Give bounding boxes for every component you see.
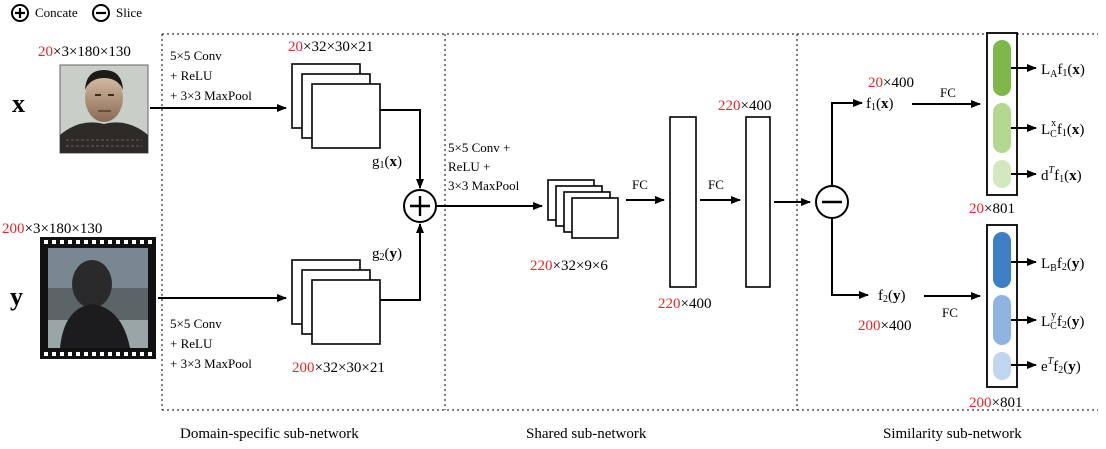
domain-op-top: 5×5 Conv + ReLU + 3×3 MaxPool [170, 48, 252, 103]
similarity-fc-top-label: FC [940, 85, 956, 100]
svg-text:+ 3×3 MaxPool: + 3×3 MaxPool [170, 356, 252, 371]
svg-text:5×5 Conv: 5×5 Conv [170, 48, 222, 63]
output-top-box [986, 32, 1018, 196]
output-top-arrows [1011, 64, 1037, 178]
shared-fc2-label: FC [708, 177, 724, 192]
svg-text:5×5 Conv: 5×5 Conv [170, 316, 222, 331]
output-top-segment-lc [993, 103, 1011, 153]
arrow-slice-to-f1 [831, 99, 863, 186]
f1-shape: 20×400 [868, 75, 914, 91]
feature-map-bottom [291, 259, 381, 345]
f2-shape: 200×400 [858, 318, 911, 334]
film-perforations [44, 240, 152, 356]
g1-label: g1(x) [372, 154, 402, 171]
slice-operator-icon [815, 185, 849, 219]
svg-text:5×5 Conv +: 5×5 Conv + [448, 140, 510, 155]
caption-shared: Shared sub-network [526, 426, 647, 442]
output-bottom-label-2: eTf2(y) [1041, 356, 1081, 376]
shared-fc2-shape: 220×400 [718, 98, 771, 114]
shared-fc1-layer [669, 116, 697, 288]
legend-slice-label: Slice [116, 5, 142, 20]
svg-text:+ ReLU: + ReLU [170, 68, 213, 83]
svg-text:+ ReLU: + ReLU [170, 336, 213, 351]
output-bottom-label-0: LBf2(y) [1041, 256, 1084, 274]
legend: Concate Slice [11, 4, 142, 22]
arrow-g2-to-concat [380, 223, 424, 301]
output-bottom-box [986, 224, 1018, 388]
output-bottom-segment-lc [993, 295, 1011, 345]
output-top-label-2: dTf1(x) [1041, 165, 1082, 185]
feature-map-top [291, 63, 381, 149]
arrow-g1-to-concat [380, 109, 424, 189]
input-x-label: x [12, 89, 25, 118]
output-top-shape: 20×801 [969, 201, 1015, 217]
section-borders [161, 33, 1098, 411]
domain-op-bottom: 5×5 Conv + ReLU + 3×3 MaxPool [170, 316, 252, 371]
output-bottom-segment-e [993, 352, 1011, 380]
g2-label: g2(y) [372, 246, 402, 263]
input-x-photo [59, 64, 149, 154]
output-bottom-shape: 200×801 [969, 395, 1022, 411]
output-bottom-arrows [1011, 258, 1037, 369]
caption-domain-specific: Domain-specific sub-network [180, 426, 359, 442]
input-y-label: y [10, 282, 23, 311]
concat-icon [11, 4, 29, 22]
input-y-shape: 200×3×180×130 [2, 221, 102, 237]
feature-map-shared-shape: 220×32×9×6 [530, 258, 608, 274]
concat-operator-icon [403, 189, 437, 223]
output-top-segment-d [993, 160, 1011, 188]
legend-concat-label: Concate [35, 5, 78, 20]
arrow-slice-to-f2 [831, 218, 869, 299]
svg-text:+ 3×3 MaxPool: + 3×3 MaxPool [170, 88, 252, 103]
slice-icon [92, 4, 110, 22]
svg-text:3×3 MaxPool: 3×3 MaxPool [448, 178, 520, 193]
svg-text:ReLU +: ReLU + [448, 159, 490, 174]
caption-similarity: Similarity sub-network [883, 426, 1022, 442]
input-y-filmstrip [40, 237, 156, 359]
output-bottom-segment-lb [993, 232, 1011, 288]
f2-label: f2(y) [878, 288, 906, 305]
feature-map-shared [547, 179, 619, 239]
f1-label: f1(x) [866, 96, 894, 113]
similarity-fc-bottom-label: FC [942, 305, 958, 320]
output-top-label-0: LAf1(x) [1041, 62, 1085, 80]
output-top-segment-la [993, 40, 1011, 96]
shared-fc1-label: FC [632, 177, 648, 192]
shared-op: 5×5 Conv + ReLU + 3×3 MaxPool [448, 140, 520, 193]
input-x-shape: 20×3×180×130 [38, 44, 131, 60]
shared-fc2-layer [745, 116, 771, 288]
feature-map-top-shape: 20×32×30×21 [288, 39, 373, 55]
feature-map-bottom-shape: 200×32×30×21 [292, 360, 385, 376]
shared-fc1-shape: 220×400 [658, 296, 711, 312]
